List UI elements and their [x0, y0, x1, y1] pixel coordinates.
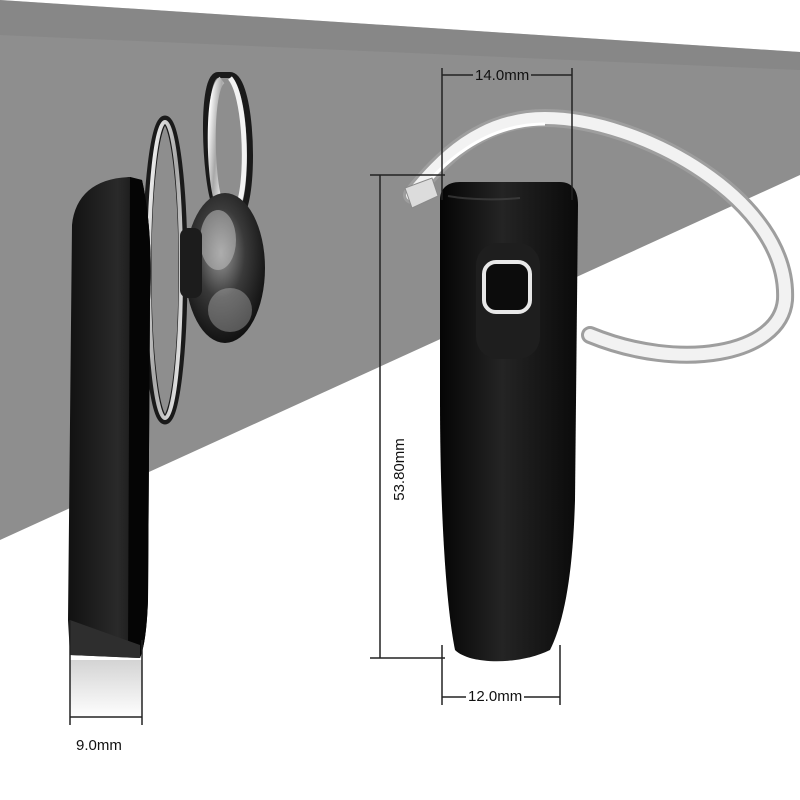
width-bottom-label: 12.0mm — [466, 688, 525, 705]
power-button[interactable] — [482, 260, 532, 314]
width-top-label: 14.0mm — [473, 67, 532, 84]
depth-label: 9.0mm — [76, 737, 122, 754]
background-band — [0, 0, 800, 540]
side-view-body — [68, 177, 151, 718]
front-view-ear-hook — [403, 108, 795, 364]
height-label: 53.80mm — [390, 436, 408, 503]
side-view-earbud — [180, 193, 265, 343]
front-view-body — [440, 182, 578, 662]
background-band-shade — [0, 0, 800, 70]
